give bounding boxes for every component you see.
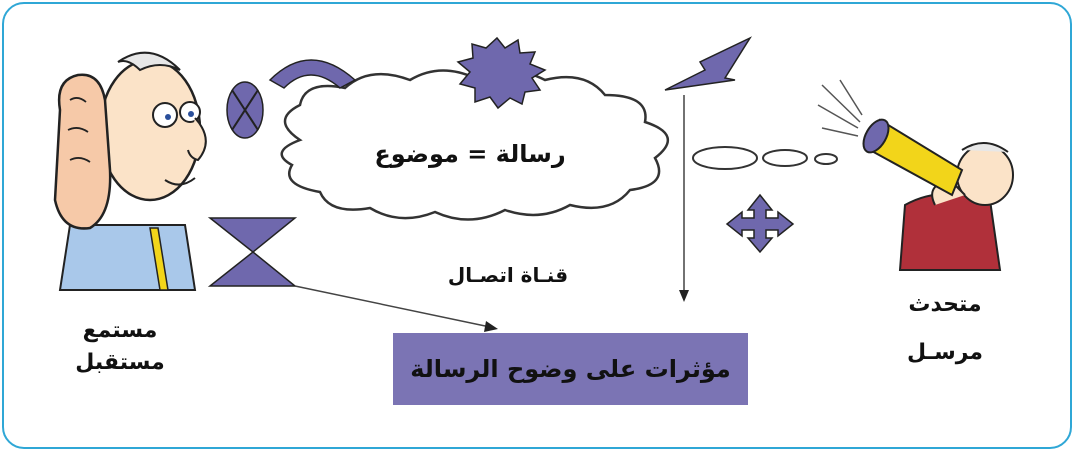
listener-figure xyxy=(53,51,207,291)
listener-label-1: مستمع xyxy=(82,318,158,343)
influences-label: مؤثرات على وضوح الرسالة xyxy=(410,355,731,383)
diagonal-arrowhead-icon xyxy=(484,321,498,332)
down-arrow-icon xyxy=(679,290,689,302)
bubble-small xyxy=(814,153,838,165)
four-arrow-icon xyxy=(725,193,795,254)
hourglass-icon xyxy=(207,217,298,287)
speaker-label-2: مرسـل xyxy=(906,340,984,365)
speaker-head xyxy=(956,144,1014,206)
listener-label-2: مستقبل xyxy=(75,350,165,375)
message-cloud xyxy=(280,69,670,221)
channel-label: قنـاة اتصـال xyxy=(448,263,568,287)
listener-hand xyxy=(53,73,112,230)
starburst-icon xyxy=(456,36,547,110)
bubble-medium xyxy=(762,149,808,167)
bubble-large xyxy=(692,146,758,170)
listener-hair xyxy=(117,51,181,72)
influences-box: مؤثرات على وضوح الرسالة xyxy=(393,333,748,405)
listener-head xyxy=(98,58,202,202)
message-label: رسالة = موضوع xyxy=(374,140,565,168)
listener-shirt xyxy=(58,224,197,291)
lightning-icon xyxy=(664,36,753,91)
arc-shape-icon xyxy=(268,59,357,89)
listener-tie xyxy=(149,227,169,291)
speaker-figure xyxy=(817,79,1014,271)
circle-x-icon xyxy=(226,81,264,139)
diagonal-arrow-line xyxy=(294,285,491,328)
speaker-label-1: متحدث xyxy=(908,292,982,317)
